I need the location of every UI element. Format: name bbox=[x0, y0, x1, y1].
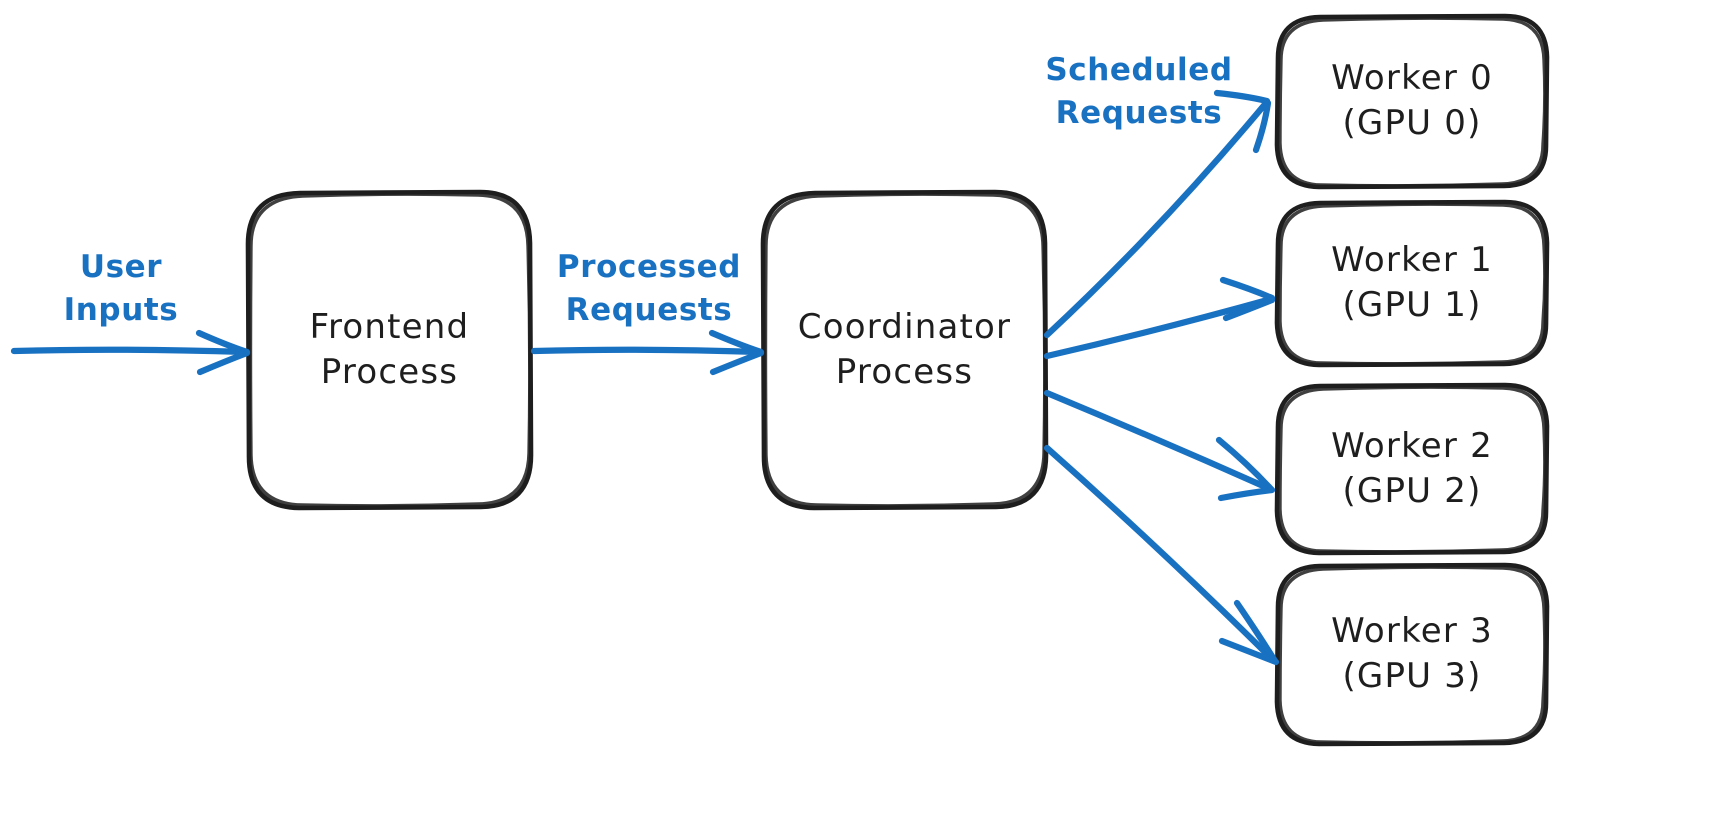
worker-2-box[interactable] bbox=[1274, 382, 1550, 556]
worker-3-box[interactable] bbox=[1274, 562, 1550, 747]
edge-frontend-to-coordinator-arrow bbox=[530, 329, 765, 376]
coordinator-process-box[interactable] bbox=[760, 189, 1049, 511]
worker-0-box[interactable] bbox=[1274, 13, 1550, 190]
worker-1-hit-area[interactable] bbox=[1277, 202, 1547, 364]
edge-coordinator-to-worker-2-arrow bbox=[1043, 389, 1276, 502]
edge-user-to-frontend-arrow bbox=[10, 329, 251, 376]
worker-3-hit-area[interactable] bbox=[1277, 565, 1547, 743]
worker-2-hit-area[interactable] bbox=[1277, 385, 1547, 552]
frontend-process-box[interactable] bbox=[245, 189, 534, 511]
coordinator-process-hit-area[interactable] bbox=[763, 192, 1046, 508]
edge-coordinator-to-worker-0-arrow bbox=[1043, 89, 1272, 339]
worker-1-box[interactable] bbox=[1274, 199, 1550, 368]
frontend-process-hit-area[interactable] bbox=[248, 192, 531, 508]
edge-coordinator-to-worker-3-arrow bbox=[1043, 444, 1280, 666]
edge-coordinator-to-worker-1-arrow bbox=[1043, 276, 1276, 360]
worker-0-hit-area[interactable] bbox=[1277, 16, 1547, 186]
